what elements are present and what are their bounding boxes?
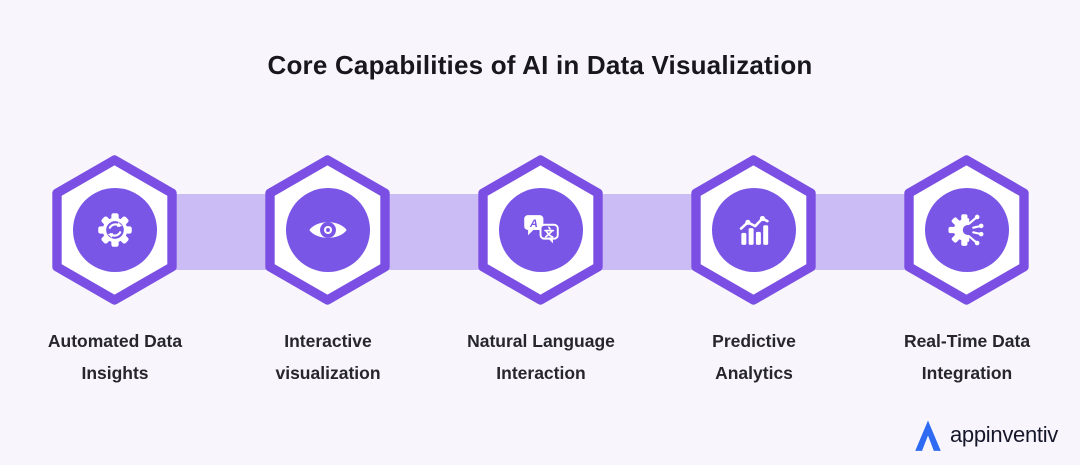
icon-circle bbox=[711, 188, 796, 272]
gear-circuit-icon bbox=[948, 214, 983, 246]
icon-circle bbox=[285, 188, 370, 272]
label-line: Interaction bbox=[496, 363, 586, 383]
bar-chart-trend-icon bbox=[739, 215, 769, 245]
label-line: Real-Time Data bbox=[903, 331, 1031, 351]
label-line: Natural Language bbox=[467, 331, 615, 351]
translation-chat-icon: A bbox=[523, 215, 559, 244]
translation-latin-letter: A bbox=[528, 218, 537, 230]
capability-node-interactive-visualization bbox=[260, 155, 395, 305]
capability-label-natural-language: Natural Language Interaction bbox=[421, 325, 661, 389]
label-line: Interactive bbox=[284, 331, 372, 351]
brand-logo: appinventiv bbox=[913, 418, 1058, 452]
capability-node-predictive-analytics bbox=[686, 155, 821, 305]
eye-icon bbox=[308, 222, 347, 238]
capability-node-realtime-integration bbox=[899, 155, 1034, 305]
capability-label-interactive-visualization: Interactive visualization bbox=[208, 325, 448, 389]
label-line: Analytics bbox=[715, 363, 793, 383]
capability-label-automated-insights: Automated Data Insights bbox=[0, 325, 235, 389]
capability-node-automated-insights bbox=[47, 155, 182, 305]
label-line: Automated Data bbox=[47, 331, 183, 351]
label-line: Insights bbox=[81, 363, 149, 383]
page-title: Core Capabilities of AI in Data Visualiz… bbox=[267, 50, 813, 80]
automation-gear-sync-icon bbox=[97, 213, 132, 247]
capability-label-realtime-integration: Real-Time Data Integration bbox=[847, 325, 1080, 389]
label-line: visualization bbox=[275, 363, 381, 383]
icon-circle bbox=[924, 188, 1009, 272]
label-line: Predictive bbox=[712, 331, 796, 351]
icon-circle bbox=[72, 188, 157, 272]
icon-circle: A bbox=[498, 188, 583, 272]
appinventiv-logomark-icon bbox=[915, 420, 941, 451]
capability-label-predictive-analytics: Predictive Analytics bbox=[634, 325, 874, 389]
capability-node-natural-language: A bbox=[473, 155, 608, 305]
label-line: Integration bbox=[921, 363, 1013, 383]
cjk-character-strokes bbox=[543, 226, 554, 238]
brand-wordmark: appinventiv bbox=[950, 422, 1058, 447]
